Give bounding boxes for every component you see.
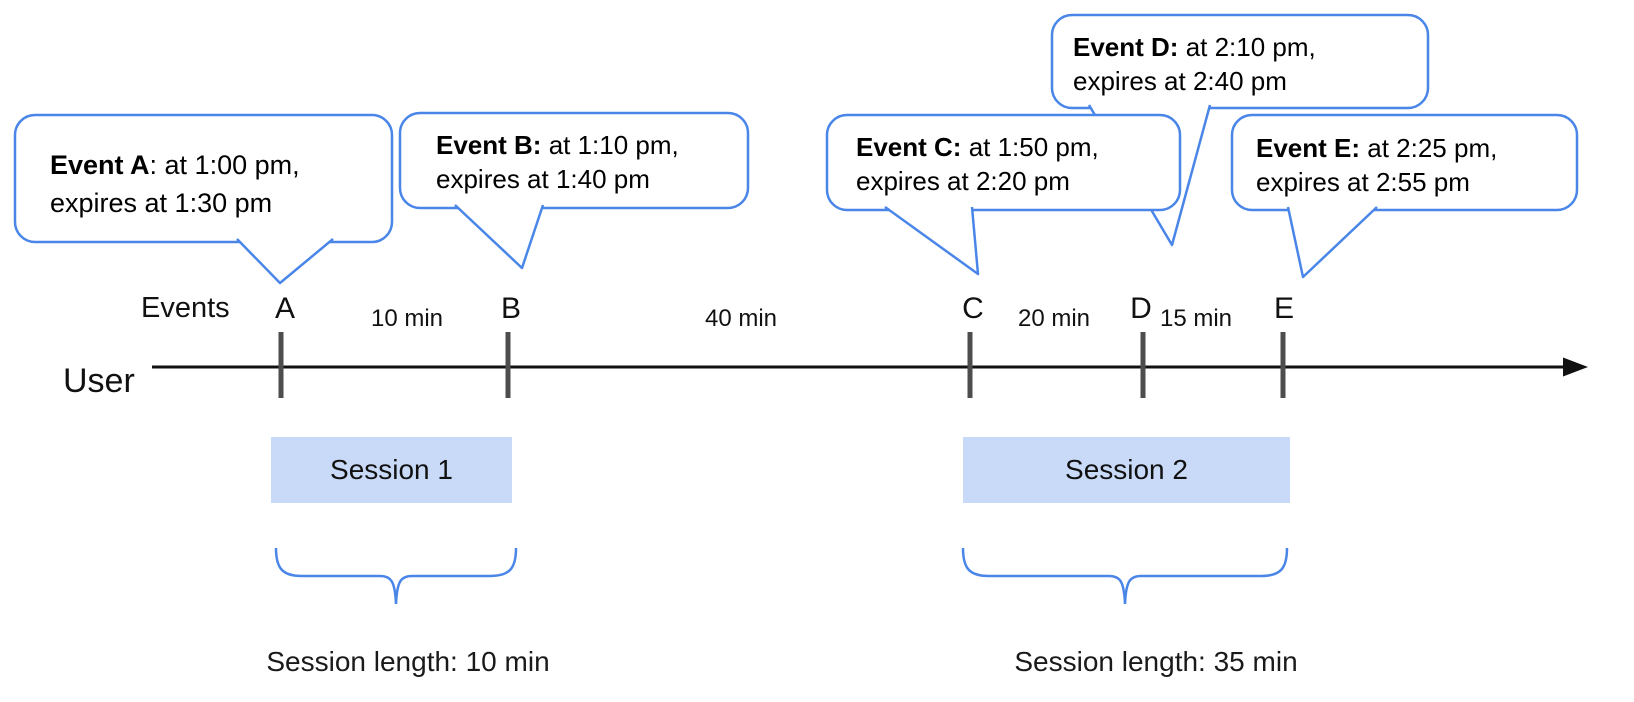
interval-c-d: 20 min (1017, 305, 1091, 332)
event-a-expiry: expires at 1:30 pm (50, 188, 273, 218)
event-e-expiry: expires at 2:55 pm (1256, 167, 1470, 197)
event-c-expiry: expires at 2:20 pm (856, 166, 1070, 196)
event-d-expiry: expires at 2:40 pm (1073, 66, 1287, 96)
tick-label-e: E (1273, 292, 1294, 325)
timeline-arrowhead-icon (1563, 357, 1588, 377)
speech-bubble-a (13, 113, 394, 244)
speech-bubble-c (825, 113, 1182, 212)
interval-a-b: 10 min (370, 305, 444, 332)
event-c-time: at 1:50 pm, (961, 132, 1099, 162)
event-a-name: Event A (50, 150, 150, 180)
session-1-brace (274, 547, 518, 605)
event-b-name: Event B: (436, 130, 542, 160)
event-b-expiry: expires at 1:40 pm (436, 164, 650, 194)
session-2-box (963, 437, 1290, 503)
event-d-time: at 2:10 pm, (1178, 32, 1316, 62)
speech-bubble-d (1050, 13, 1430, 110)
session-2-brace (961, 547, 1289, 605)
bubble-text-d: Event D: at 2:10 pm, expires at 2:40 pm (1073, 30, 1316, 98)
session-1-label: Session 1 (330, 454, 453, 485)
tick-label-b: B (500, 292, 521, 325)
session-2-length-label: Session length: 35 min (1014, 646, 1298, 677)
bubble-text-c: Event C: at 1:50 pm, expires at 2:20 pm (856, 130, 1099, 198)
bubble-text-b: Event B: at 1:10 pm, expires at 1:40 pm (436, 128, 679, 196)
events-axis-label: Events (141, 292, 230, 324)
session-1-length-label: Session length: 10 min (266, 646, 550, 677)
tick-label-d: D (1130, 292, 1152, 325)
session-2-label: Session 2 (1065, 454, 1188, 485)
session-1-box (271, 437, 512, 503)
bubble-tail-b (454, 204, 545, 270)
interval-b-c: 40 min (704, 305, 778, 332)
speech-bubble-e (1230, 113, 1579, 212)
event-c-name: Event C: (856, 132, 962, 162)
tick-label-c: C (962, 292, 984, 325)
event-d-name: Event D: (1073, 32, 1179, 62)
event-a-time: : at 1:00 pm, (149, 150, 300, 180)
event-e-name: Event E: (1256, 133, 1361, 163)
bubble-tail-a (236, 238, 334, 285)
bubble-text-a: Event A: at 1:00 pm, expires at 1:30 pm (50, 146, 300, 222)
tick-label-a: A (274, 292, 295, 325)
speech-bubble-b (398, 111, 750, 210)
event-b-time: at 1:10 pm, (541, 130, 679, 160)
user-axis-label: User (63, 362, 135, 400)
bubble-tail-e (1286, 206, 1378, 279)
bubble-tail-c (884, 205, 980, 276)
event-e-time: at 2:25 pm, (1360, 133, 1498, 163)
bubble-text-e: Event E: at 2:25 pm, expires at 2:55 pm (1256, 131, 1497, 199)
interval-d-e: 15 min (1159, 305, 1233, 332)
